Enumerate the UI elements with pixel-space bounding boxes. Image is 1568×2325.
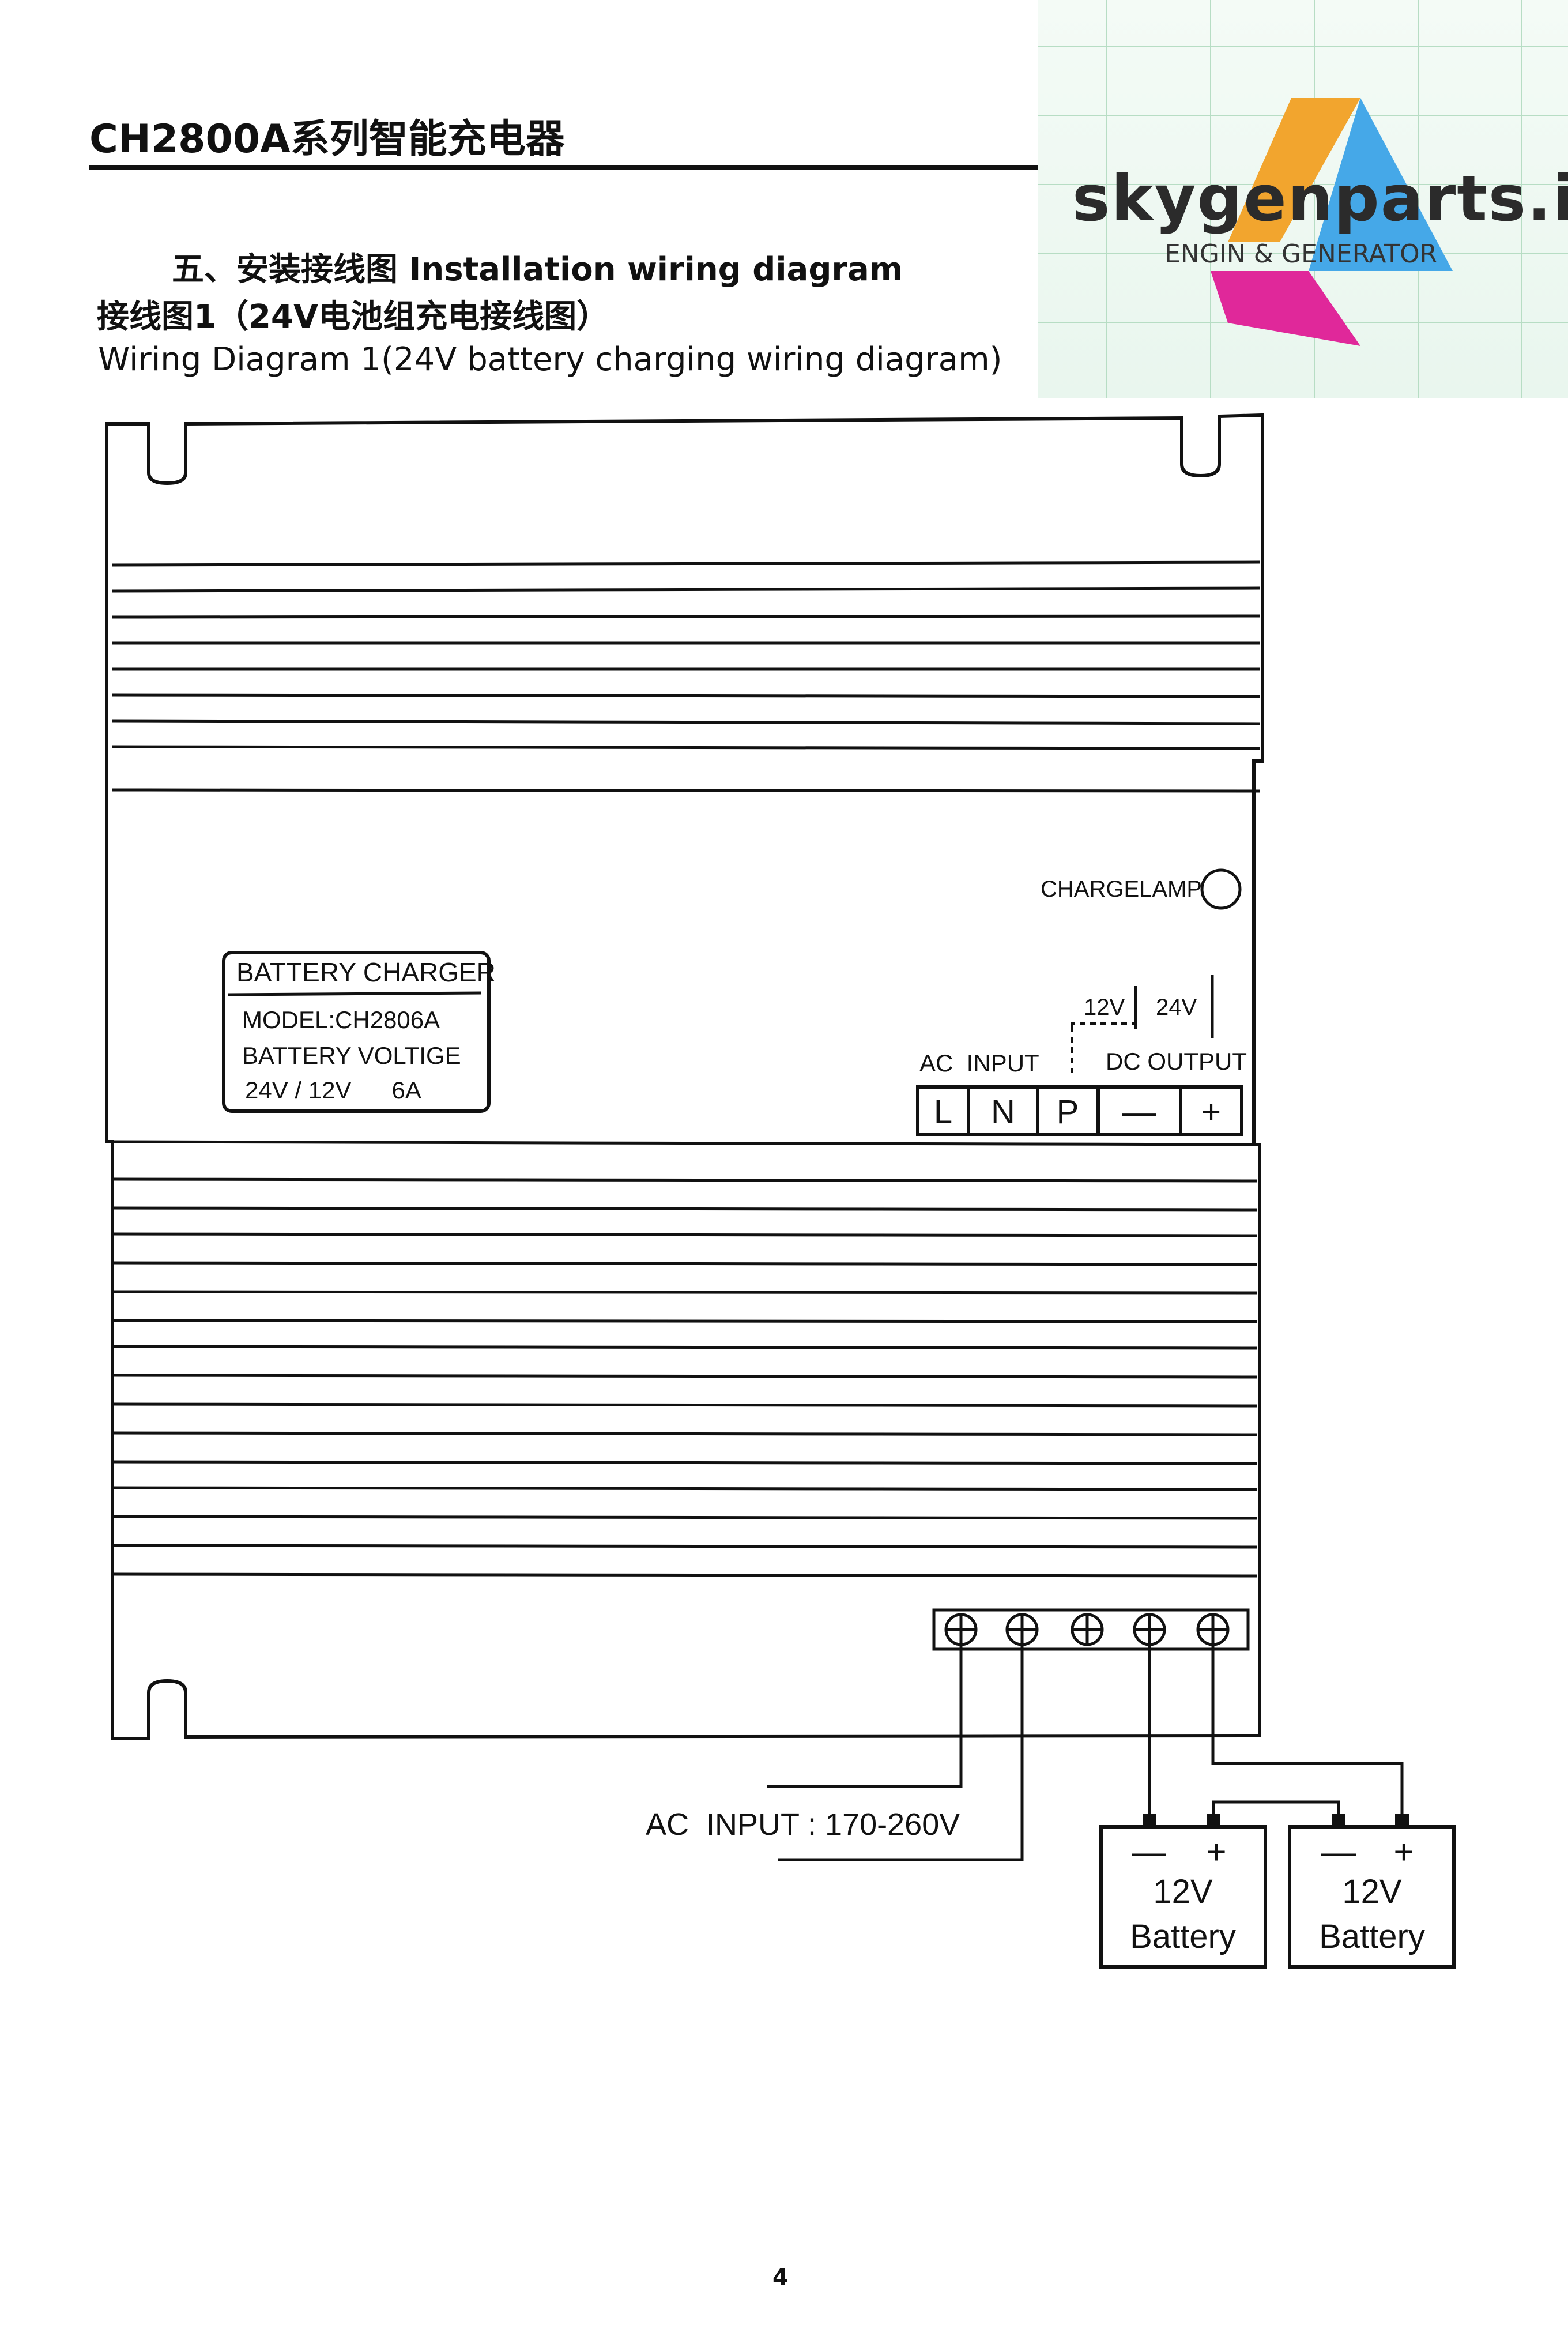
watermark-tagline: ENGIN & GENERATOR — [1164, 239, 1438, 269]
charge-lamp-label: CHARGELAMP — [1041, 876, 1202, 902]
jumper-dashed-line — [1071, 1022, 1136, 1073]
battery-1-voltage: 12V — [1153, 1873, 1213, 1910]
screw-terminal-block — [932, 1608, 1250, 1651]
charger-housing — [105, 413, 1264, 1740]
section-heading: 五、安装接线图 Installation wiring diagram — [172, 251, 903, 288]
wires — [767, 1645, 1404, 1861]
diagram-title-en: Wiring Diagram 1(24V battery charging wi… — [98, 341, 1002, 378]
nameplate-line3: BATTERY VOLTIGE — [242, 1042, 461, 1069]
diagram-title-zh: 接线图1（24V电池组充电接线图） — [97, 298, 609, 336]
battery-2-plus: + — [1393, 1833, 1414, 1871]
label-24v: 24V — [1156, 995, 1197, 1020]
nameplate-divider — [227, 991, 482, 996]
label-12v: 12V — [1084, 995, 1125, 1020]
battery-1-label: Battery — [1130, 1918, 1236, 1955]
watermark-brand: skygenparts.ir — [1072, 161, 1568, 235]
page-number: 4 — [772, 2264, 789, 2291]
page-header-title: CH2800A系列智能充电器 — [89, 116, 565, 162]
dc-output-label: DC OUTPUT — [1106, 1048, 1247, 1075]
battery-2 — [1288, 1825, 1456, 1969]
nameplate-frame — [222, 951, 491, 1113]
battery-terminal-posts — [1143, 1814, 1409, 1826]
watermark-logo: skygenparts.ir ENGIN & GENERATOR — [1038, 0, 1568, 398]
terminal-label-minus: — — [1122, 1093, 1156, 1131]
ac-input-voltage-label: AC INPUT : 170-260V — [646, 1807, 960, 1842]
terminal-label-l: L — [934, 1093, 952, 1131]
terminal-label-n: N — [991, 1093, 1015, 1131]
heatsink-fins-bottom — [112, 1140, 1257, 1578]
battery-1-plus: + — [1206, 1833, 1226, 1871]
nameplate-line2: MODEL:CH2806A — [242, 1006, 440, 1033]
battery-1 — [1099, 1825, 1267, 1969]
terminal-label-p: P — [1057, 1093, 1079, 1131]
nameplate-line4: 24V / 12V 6A — [245, 1077, 421, 1104]
header-rule — [89, 165, 1041, 170]
terminal-label-strip — [916, 1085, 1243, 1136]
battery-2-minus: — — [1321, 1833, 1356, 1871]
heatsink-fins-top — [112, 560, 1260, 793]
battery-2-label: Battery — [1319, 1918, 1425, 1955]
charge-lamp-icon — [1200, 868, 1242, 910]
ac-input-label: AC INPUT — [919, 1049, 1039, 1077]
battery-2-voltage: 12V — [1342, 1873, 1402, 1910]
battery-1-minus: — — [1132, 1833, 1166, 1871]
nameplate-line1: BATTERY CHARGER — [236, 957, 496, 987]
watermark-graphic — [1038, 0, 1568, 398]
terminal-label-plus: + — [1201, 1093, 1221, 1131]
